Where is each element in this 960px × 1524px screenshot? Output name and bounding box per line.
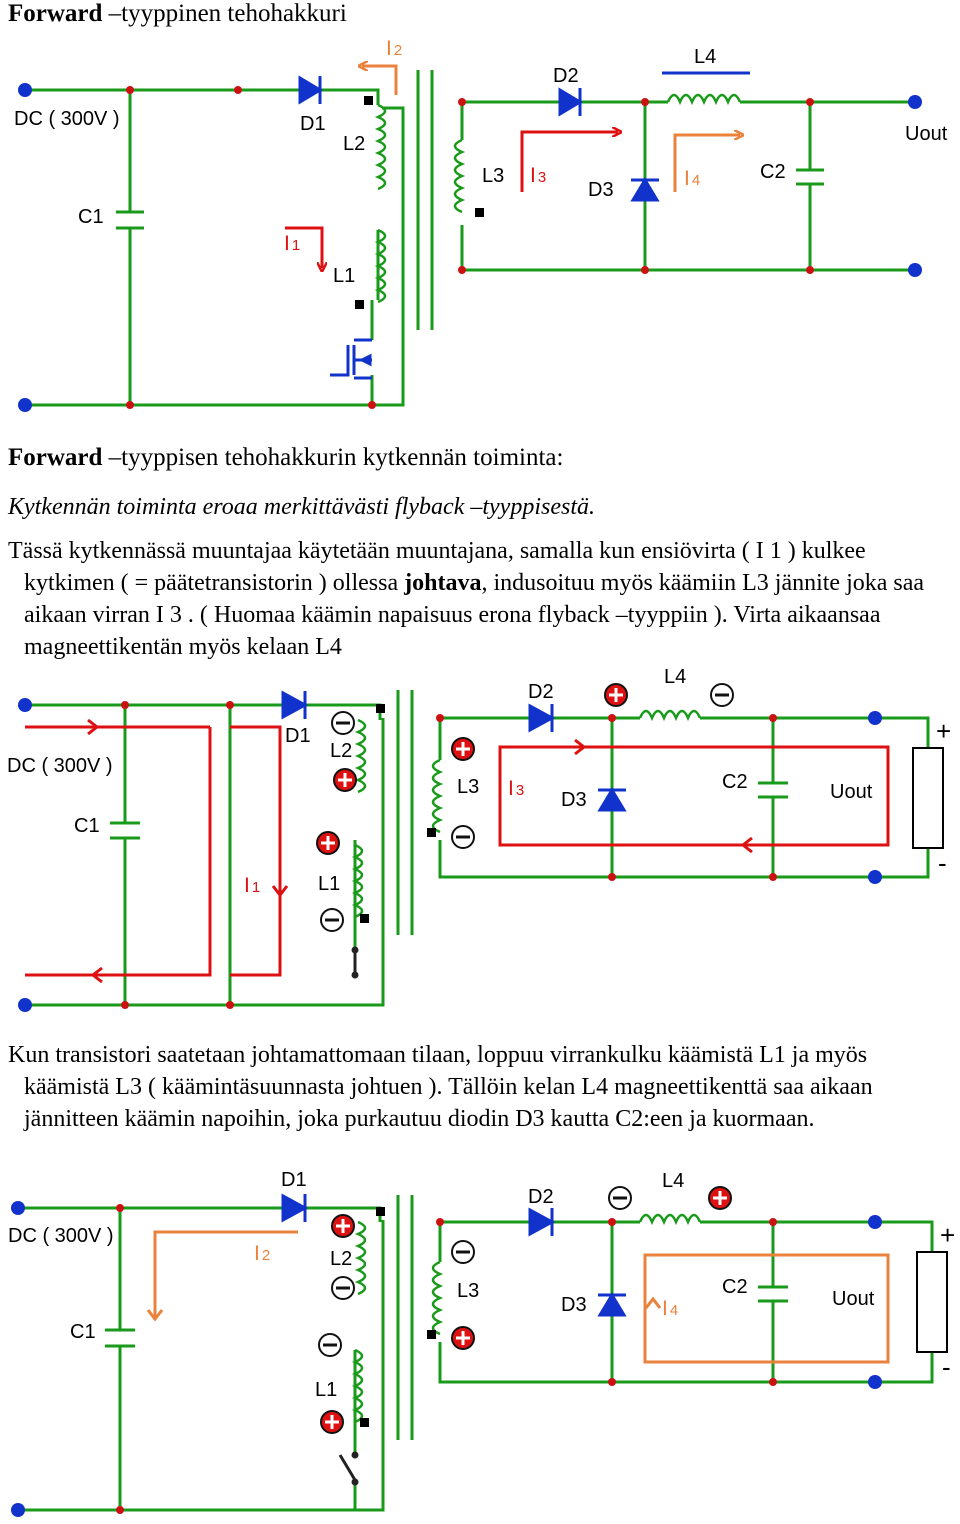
page-title: Forward –tyyppinen tehohakkuri	[8, 0, 347, 27]
minus-icon	[608, 1186, 632, 1210]
minus-icon	[331, 1276, 355, 1300]
l4-label: L4	[664, 666, 686, 688]
minus-icon	[710, 683, 734, 707]
d1-label: D1	[285, 725, 311, 747]
c2-label: C2	[722, 1276, 748, 1298]
minus-icon	[331, 711, 355, 735]
minus-icon	[318, 1333, 342, 1357]
dc-source-label: DC ( 300V )	[8, 1225, 114, 1247]
d1-label: D1	[300, 113, 326, 135]
plus-icon	[451, 737, 475, 761]
output-plus: +	[940, 1220, 955, 1250]
dc-source-label: DC ( 300V )	[14, 108, 120, 130]
output-plus: +	[936, 716, 951, 746]
uout-label: Uout	[832, 1288, 875, 1310]
plus-icon	[451, 1326, 475, 1350]
l1-label: L1	[315, 1379, 337, 1401]
d2-label: D2	[553, 65, 579, 87]
d2-label: D2	[528, 1186, 554, 1208]
l4-label: L4	[694, 46, 716, 68]
d1-label: D1	[281, 1169, 307, 1191]
l3-label: L3	[457, 1280, 479, 1302]
l1-label: L1	[333, 265, 355, 287]
output-minus: -	[938, 848, 947, 878]
c2-label: C2	[760, 161, 786, 183]
forward-converter-on-state-diagram: DC ( 300V ) C1 D1 L2 L1 L3 D2 D3 L4 C2 U…	[7, 666, 951, 1012]
l4-label: L4	[662, 1170, 684, 1192]
section-heading: Forward –tyyppisen tehohakkurin kytkennä…	[8, 444, 564, 471]
plus-icon	[708, 1186, 732, 1210]
minus-icon	[320, 908, 344, 932]
dc-source-label: DC ( 300V )	[7, 755, 113, 777]
forward-converter-off-state-diagram: DC ( 300V ) C1 D1 L2 L1 L3 D2 D3 L4 C2 U…	[8, 1169, 955, 1517]
uout-label: Uout	[830, 781, 873, 803]
l2-label: L2	[330, 1248, 352, 1270]
d2-label: D2	[528, 681, 554, 703]
paragraph-off-state: Kun transistori saatetaan johtamattomaan…	[8, 1042, 873, 1132]
c1-label: C1	[70, 1321, 96, 1343]
c2-label: C2	[722, 771, 748, 793]
forward-converter-diagram: DC ( 300V ) C1 D1 L2 L1 L3 D2 D3 L4 C2 U…	[14, 37, 948, 412]
l3-label: L3	[457, 776, 479, 798]
c1-label: C1	[78, 206, 104, 228]
plus-icon	[316, 831, 340, 855]
l3-label: L3	[482, 165, 504, 187]
d3-label: D3	[561, 789, 587, 811]
plus-icon	[604, 683, 628, 707]
paragraph-on-state: Tässä kytkennässä muuntajaa käytetään mu…	[8, 538, 925, 660]
c1-label: C1	[74, 815, 100, 837]
l2-label: L2	[343, 133, 365, 155]
d3-label: D3	[588, 179, 614, 201]
l1-label: L1	[318, 873, 340, 895]
uout-label: Uout	[905, 123, 948, 145]
output-minus: -	[942, 1352, 951, 1382]
l2-label: L2	[330, 740, 352, 762]
plus-icon	[320, 1410, 344, 1434]
intro-text: Kytkennän toiminta eroaa merkittävästi f…	[8, 494, 595, 520]
minus-icon	[451, 1240, 475, 1264]
plus-icon	[333, 768, 357, 792]
plus-icon	[331, 1214, 355, 1238]
minus-icon	[451, 825, 475, 849]
d3-label: D3	[561, 1294, 587, 1316]
